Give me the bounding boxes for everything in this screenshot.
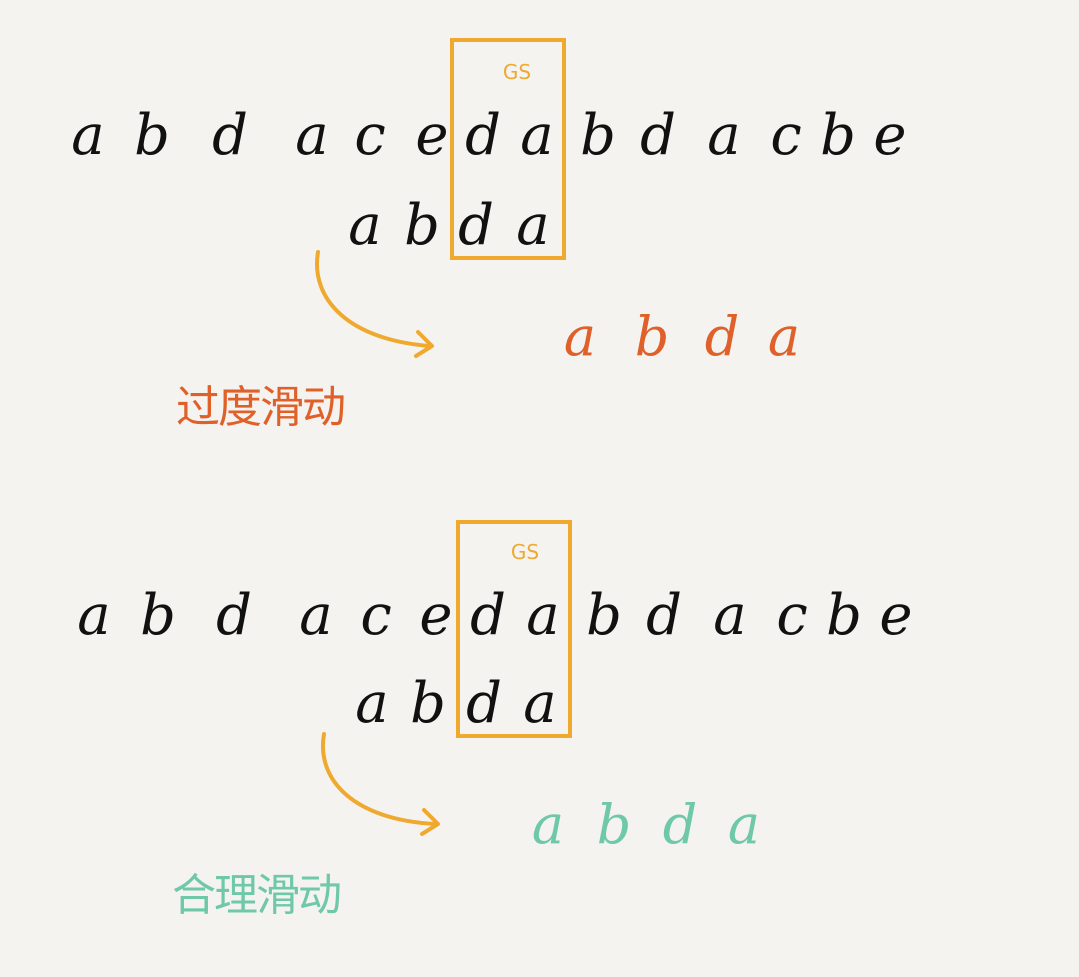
text-char: b [826, 583, 862, 648]
text-char: d [470, 583, 506, 648]
good-suffix-box [450, 38, 566, 260]
text-char: b [140, 583, 176, 648]
pattern-char: d [466, 671, 502, 736]
text-char: b [134, 103, 170, 168]
text-char: c [770, 103, 802, 168]
good-suffix-box [456, 520, 572, 738]
pattern-char: a [355, 671, 389, 736]
pattern-char: d [458, 193, 494, 258]
text-char: c [776, 583, 808, 648]
good-suffix-label: GS [510, 540, 540, 564]
good-suffix-label: GS [502, 60, 532, 84]
panel-overshift: GS a b d a c e d a b d a c b e a b d a a… [0, 0, 1079, 480]
shifted-char: a [727, 793, 761, 856]
pattern-char: b [410, 671, 446, 736]
text-char: e [873, 103, 907, 168]
text-char: a [713, 583, 747, 648]
shifted-char: a [531, 793, 565, 856]
shifted-char: d [704, 305, 740, 368]
shifted-char: a [563, 305, 597, 368]
text-char: a [71, 103, 105, 168]
text-char: e [419, 583, 453, 648]
text-char: b [580, 103, 616, 168]
shift-arrow [315, 250, 434, 358]
text-char: a [77, 583, 111, 648]
text-char: a [295, 103, 329, 168]
text-char: c [360, 583, 392, 648]
shift-arrow [320, 732, 440, 836]
text-char: a [520, 103, 554, 168]
shifted-char: d [662, 793, 698, 856]
text-char: d [212, 103, 248, 168]
panel-proper-shift: GS a b d a c e d a b d a c b e a b d a a… [0, 480, 1079, 977]
text-char: a [526, 583, 560, 648]
text-char: b [820, 103, 856, 168]
pattern-char: a [348, 193, 382, 258]
text-char: e [415, 103, 449, 168]
pattern-char: a [516, 193, 550, 258]
text-char: a [299, 583, 333, 648]
pattern-char: a [523, 671, 557, 736]
text-char: e [879, 583, 913, 648]
caption-proper-shift: 合理滑动 [172, 870, 342, 921]
text-char: a [707, 103, 741, 168]
shifted-char: b [596, 793, 632, 856]
pattern-char: b [404, 193, 440, 258]
shifted-char: b [634, 305, 670, 368]
text-char: c [354, 103, 386, 168]
text-char: d [640, 103, 676, 168]
caption-overshift: 过度滑动 [176, 382, 346, 433]
text-char: d [216, 583, 252, 648]
shifted-char: a [767, 305, 801, 368]
text-char: d [465, 103, 501, 168]
text-char: d [646, 583, 682, 648]
text-char: b [586, 583, 622, 648]
